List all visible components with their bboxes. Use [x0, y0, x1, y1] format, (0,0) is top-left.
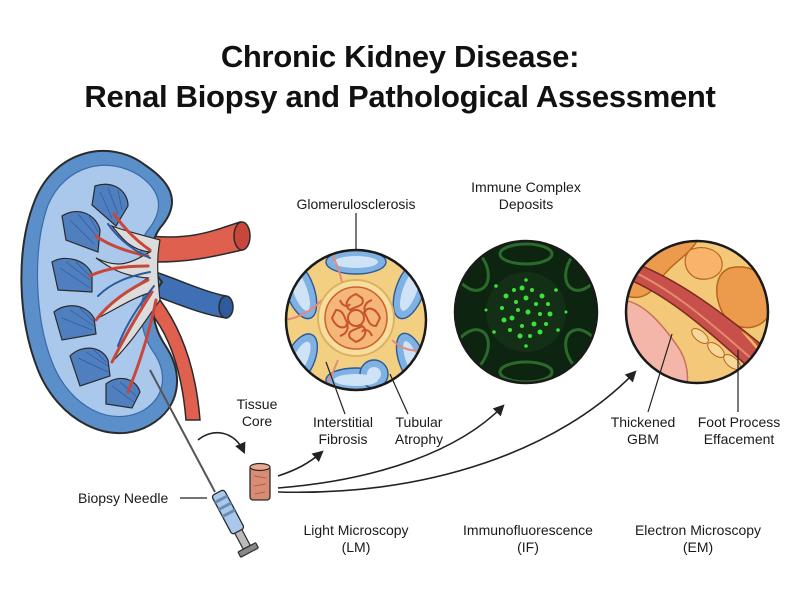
label-if-line-1: Immunofluorescence	[463, 522, 593, 538]
label-fibrosis-line-2: Fibrosis	[318, 431, 368, 447]
workflow-arrows	[197, 370, 637, 494]
label-gbm-line-2: GBM	[627, 431, 659, 447]
kidney-illustration	[20, 150, 251, 435]
arrow-to-em	[277, 370, 637, 494]
label-gbm-line-1: Thickened	[610, 414, 676, 430]
label-atrophy-line-1: Tubular	[395, 414, 443, 430]
biopsy-needle	[149, 369, 259, 558]
label-lm-line-1: Light Microscopy	[303, 522, 409, 538]
arterial-branches	[88, 212, 158, 394]
arrow-to-lm	[277, 450, 324, 477]
label-biopsy-needle: Biopsy Needle	[78, 490, 169, 506]
label-em-line-2: (EM)	[682, 539, 714, 555]
label-thickened-gbm: Thickened GBM	[598, 414, 688, 448]
immunofluorescence-view	[453, 239, 599, 385]
label-foot-line-2: Effacement	[703, 431, 775, 447]
gbm-leader	[647, 333, 673, 413]
label-if-line-2: (IF)	[517, 539, 539, 555]
diagram-title-line-2: Renal Biopsy and Pathological Assessment	[84, 79, 716, 114]
label-light-microscopy: Light Microscopy (LM)	[286, 522, 426, 556]
label-tissue-core: Tissue Core	[222, 396, 292, 430]
ureter	[149, 298, 201, 421]
label-foot-line-1: Foot Process	[697, 414, 781, 430]
label-lm-line-2: (LM)	[341, 539, 371, 555]
label-tissue-line-1: Tissue	[236, 396, 278, 412]
label-immune-line-1: Immune Complex	[471, 179, 581, 195]
label-immune-line-2: Deposits	[498, 196, 554, 212]
label-electron-microscopy: Electron Microscopy (EM)	[616, 522, 780, 556]
arrow-to-core	[197, 432, 246, 455]
label-immune-complex-deposits: Immune Complex Deposits	[446, 179, 606, 213]
label-tissue-line-2: Core	[241, 413, 273, 429]
light-microscopy-view	[284, 213, 428, 415]
diagram-title-line-1: Chronic Kidney Disease:	[220, 39, 580, 74]
label-glomerulosclerosis: Glomerulosclerosis	[296, 196, 416, 212]
label-em-line-1: Electron Microscopy	[634, 522, 762, 538]
label-atrophy-line-2: Atrophy	[394, 431, 444, 447]
label-foot-process-effacement: Foot Process Effacement	[684, 414, 794, 448]
renal-artery	[149, 220, 243, 263]
tissue-core	[249, 462, 271, 501]
fibrosis-leader	[325, 361, 346, 415]
immune-complex-deposits	[484, 278, 568, 348]
atrophy-leader	[389, 373, 409, 415]
label-fibrosis-line-1: Interstitial	[313, 414, 373, 430]
label-immunofluorescence: Immunofluorescence (IF)	[448, 522, 608, 556]
label-interstitial-fibrosis: Interstitial Fibrosis	[298, 414, 388, 448]
renal-pelvis	[95, 224, 161, 363]
label-tubular-atrophy: Tubular Atrophy	[384, 414, 454, 448]
arrow-to-if	[277, 404, 505, 489]
electron-microscopy-view	[624, 239, 770, 413]
